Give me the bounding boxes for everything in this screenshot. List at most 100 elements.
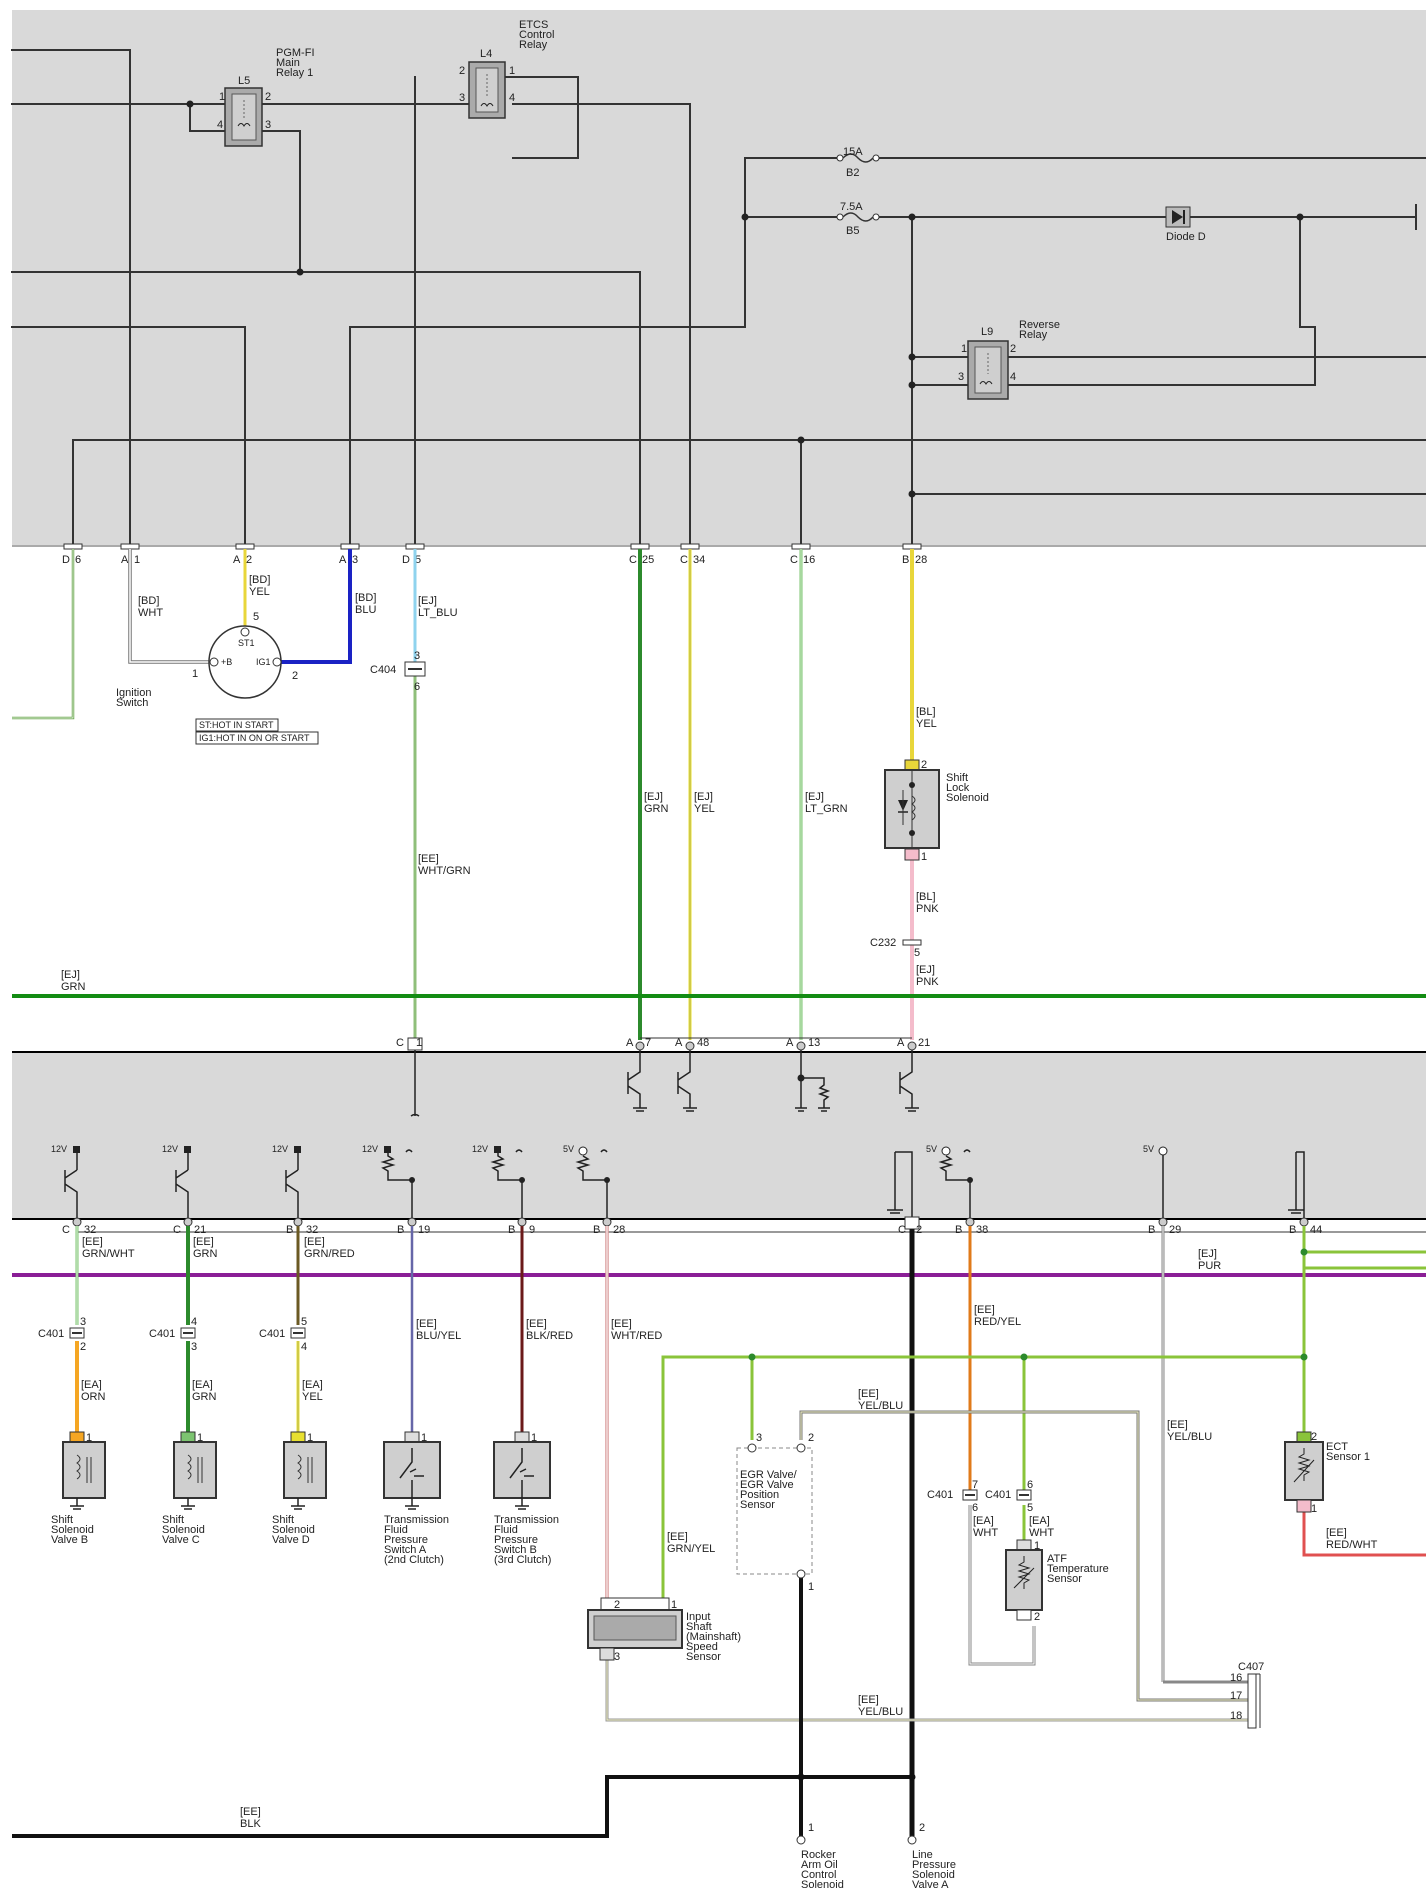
label-text: YEL: [249, 586, 270, 598]
label-text: B: [286, 1224, 293, 1236]
pcm-region: [12, 1053, 1426, 1218]
label-text: ORN: [81, 1391, 106, 1403]
transmission-fluid-pressure-switch-a: 1 Transmission Fluid Pressure Switch A (…: [383, 1431, 449, 1566]
label-text: 5: [415, 554, 421, 566]
ignition-wire-labels: [BD] WHT [BD] YEL [BD] BLU: [138, 574, 376, 619]
label-text: IG1: [256, 657, 271, 667]
label-text: C: [790, 554, 798, 566]
label-text: 2: [919, 1822, 925, 1834]
label-text: LT_GRN: [805, 803, 848, 815]
label-text: C: [898, 1224, 906, 1236]
label-text: L5: [238, 75, 250, 87]
label-text: Sensor 1: [1326, 1451, 1370, 1463]
wire-ee-blk: [12, 1775, 912, 1838]
label-text: (3rd Clutch): [494, 1554, 551, 1566]
input-shaft-speed-sensor: 2 1 3 Input Shaft (Mainshaft) Speed Sens…: [587, 1597, 741, 1663]
label-text: 32: [306, 1224, 318, 1236]
label-text: 3: [614, 1651, 620, 1663]
label-text: Main: [276, 57, 300, 69]
label-text: Speed: [686, 1641, 718, 1653]
label-text: 1: [134, 554, 140, 566]
label-text: 5V: [1143, 1144, 1154, 1154]
label-text: 1: [421, 1432, 427, 1444]
label-text: 28: [915, 554, 927, 566]
label-text: [EE]: [416, 1318, 437, 1330]
label-text: B2: [846, 167, 859, 179]
supply-symbols: 12V 12V 12V 12V 12V 5V 5V 5V: [51, 1144, 1168, 1156]
label-text: YEL: [916, 718, 937, 730]
label-text: Fluid: [494, 1524, 518, 1536]
label-text: PNK: [916, 903, 939, 915]
label-text: [EA]: [302, 1379, 323, 1391]
label-text: L9: [981, 326, 993, 338]
label-text: Pressure: [384, 1534, 428, 1546]
label-text: Solenoid: [912, 1869, 955, 1881]
label-text: [EJ]: [644, 791, 663, 803]
label-text: Shaft: [686, 1621, 712, 1633]
label-text: 7: [972, 1479, 978, 1491]
label-text: 4: [509, 92, 515, 104]
label-text: 29: [1169, 1224, 1181, 1236]
label-text: GRN/YEL: [667, 1543, 715, 1555]
label-text: Control: [801, 1869, 836, 1881]
label-text: GRN: [193, 1248, 218, 1260]
label-text: A: [626, 1037, 634, 1049]
label-text: 6: [972, 1502, 978, 1514]
label-text: [EE]: [858, 1694, 879, 1706]
label-text: Input: [686, 1611, 710, 1623]
label-text: Position: [740, 1489, 779, 1501]
bottom-wire-labels: [EE] GRN/WHT [EE] GRN [EE] GRN/RED [EE] …: [81, 1236, 1378, 1830]
label-text: Relay: [1019, 329, 1048, 341]
label-text: [EE]: [858, 1388, 879, 1400]
wire-grnyel-bus: [661, 1355, 1304, 1598]
label-text: 2: [921, 759, 927, 771]
bottom-junctions: [748, 1248, 1308, 1361]
pcm-bottom-junctions: [409, 1177, 973, 1183]
label-text: 2: [292, 670, 298, 682]
label-text: 9: [529, 1224, 535, 1236]
label-text: 32: [84, 1224, 96, 1236]
label-text: WHT/RED: [611, 1330, 662, 1342]
label-text: 7.5A: [840, 201, 863, 213]
label-text: [BD]: [138, 595, 159, 607]
c407-connector: C407 16 17 18: [1230, 1661, 1264, 1729]
label-text: 7: [645, 1037, 651, 1049]
wire-yelblu-input-inner: [606, 1660, 1248, 1721]
label-text: D: [62, 554, 70, 566]
label-text: ETCS: [519, 19, 548, 31]
label-text: Line: [912, 1849, 933, 1861]
label-text: 2: [916, 1224, 922, 1236]
atf-temperature-sensor: 1 2 ATF Temperature Sensor: [1005, 1539, 1109, 1623]
label-text: C401: [985, 1489, 1011, 1501]
label-text: Solenoid: [51, 1524, 94, 1536]
label-text: B: [397, 1224, 404, 1236]
wire-ect-red: [1302, 1512, 1426, 1557]
label-text: 2: [459, 65, 465, 77]
label-text: [EJ]: [694, 791, 713, 803]
label-text: 4: [1010, 371, 1016, 383]
label-text: 1: [509, 65, 515, 77]
label-text: [BD]: [249, 574, 270, 586]
label-text: [EE]: [304, 1236, 325, 1248]
fuse-7-5a: 7.5A B5: [836, 201, 880, 237]
label-text: Sensor: [686, 1651, 721, 1663]
label-text: Diode D: [1166, 231, 1206, 243]
label-text: C401: [927, 1489, 953, 1501]
label-text: ST1: [238, 638, 255, 648]
ect-sensor-1: 2 1 ECT Sensor 1: [1284, 1431, 1370, 1515]
label-text: 12V: [272, 1144, 288, 1154]
label-text: Solenoid: [162, 1524, 205, 1536]
shift-solenoid-valve-d: 1 Shift Solenoid Valve D: [272, 1431, 327, 1546]
label-text: 1: [307, 1432, 313, 1444]
label-text: EGR Valve/: [740, 1469, 798, 1481]
label-text: [EE]: [526, 1318, 547, 1330]
label-text: 1: [671, 1599, 677, 1611]
label-text: [EE]: [240, 1806, 261, 1818]
label-text: PGM-FI: [276, 47, 315, 59]
label-text: 19: [418, 1224, 430, 1236]
label-text: 2: [80, 1341, 86, 1353]
